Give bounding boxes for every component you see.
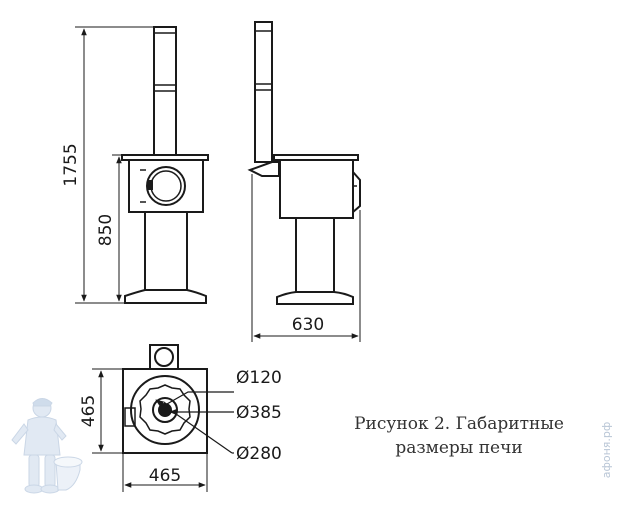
dim-depth [251, 174, 361, 342]
top-depth-label: 465 [79, 395, 99, 427]
front-chimney [153, 26, 177, 156]
side-flue-connector [247, 161, 280, 177]
diameter-leaders [155, 391, 234, 454]
side-body [279, 159, 354, 219]
plumber-mascot-logo [11, 398, 83, 494]
caption-line-1: Рисунок 2. Габаритные [354, 414, 564, 434]
top-chimney [149, 344, 179, 370]
top-width-label: 465 [149, 466, 181, 486]
top-outer-ring [130, 375, 200, 445]
dim-body-height [112, 154, 122, 302]
side-base [276, 291, 354, 305]
front-view [121, 26, 209, 304]
side-chimney [254, 21, 273, 163]
watermark-text: афоня.рф [600, 422, 613, 479]
dim-top-depth [92, 368, 123, 454]
front-door [140, 166, 186, 206]
front-pedestal [144, 211, 188, 291]
side-view [247, 21, 361, 305]
top-inner-ring [139, 384, 191, 435]
flue-diameter-label: Ø120 [236, 368, 282, 388]
side-door-handle [352, 171, 361, 213]
top-view [122, 344, 208, 454]
side-pedestal [295, 217, 335, 293]
total-height-label: 1755 [61, 143, 81, 186]
depth-label: 630 [292, 315, 324, 335]
dim-total-height [75, 26, 154, 304]
outer-diameter-label: Ø385 [236, 403, 282, 423]
front-base [124, 289, 207, 304]
caption-line-2: размеры печи [395, 438, 522, 458]
dim-top-width [122, 453, 208, 492]
top-plate [122, 368, 208, 454]
ring-diameter-label: Ø280 [236, 444, 282, 464]
body-height-label: 850 [96, 214, 116, 246]
